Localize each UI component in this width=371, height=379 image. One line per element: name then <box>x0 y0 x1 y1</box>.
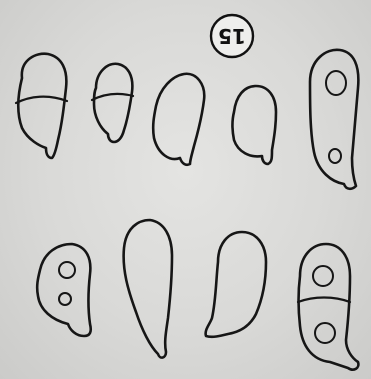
spore-bottom-2 <box>124 220 172 358</box>
nucleus <box>326 71 346 95</box>
spore-top-4 <box>233 86 277 164</box>
nucleus <box>59 293 71 305</box>
spore-top-5 <box>310 50 358 189</box>
nucleus <box>329 149 341 163</box>
nucleus <box>315 323 335 343</box>
spore-top-2 <box>92 64 133 142</box>
nucleus <box>59 262 75 278</box>
spore-bottom-1 <box>37 244 91 336</box>
spore-bottom-3 <box>206 232 266 337</box>
figure-number-badge: 15 <box>211 15 253 57</box>
spore-bottom-4 <box>298 244 358 370</box>
spore-top-1 <box>16 54 67 158</box>
figure-number-text: 15 <box>218 24 246 48</box>
spore-top-3 <box>153 74 204 165</box>
nucleus <box>313 266 333 286</box>
